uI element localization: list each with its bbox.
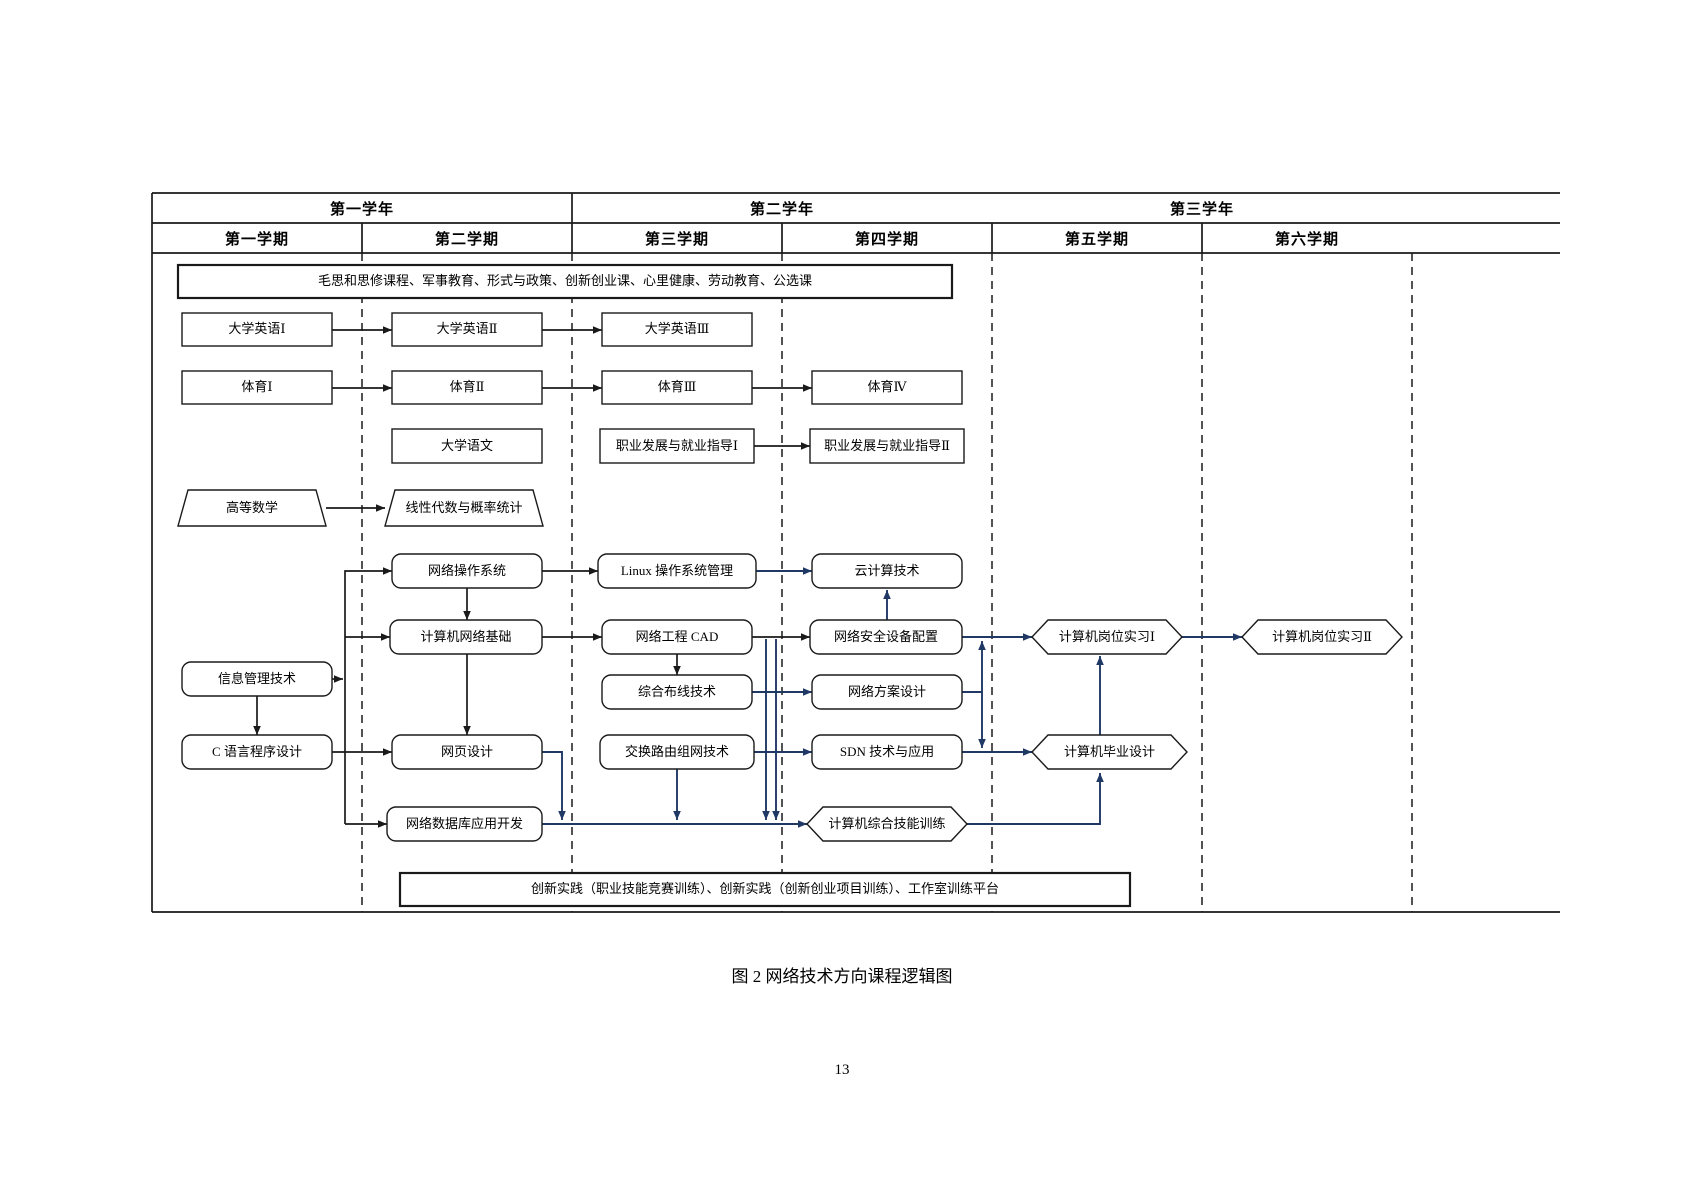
- semester-header-3: 第三学期: [644, 231, 709, 248]
- semester-header-5: 第五学期: [1064, 231, 1129, 248]
- year-header-1: 第一学年: [329, 201, 394, 218]
- semester-header-6: 第六学期: [1274, 231, 1339, 248]
- year-header-2: 第二学年: [749, 201, 814, 218]
- year-header-3: 第三学年: [1169, 201, 1234, 218]
- figure-caption: 图 2 网络技术方向课程逻辑图: [731, 967, 953, 986]
- page-number: 13: [834, 1062, 850, 1078]
- semester-header-2: 第二学期: [434, 231, 499, 248]
- semester-header-4: 第四学期: [854, 231, 919, 248]
- semester-header-1: 第一学期: [224, 231, 289, 248]
